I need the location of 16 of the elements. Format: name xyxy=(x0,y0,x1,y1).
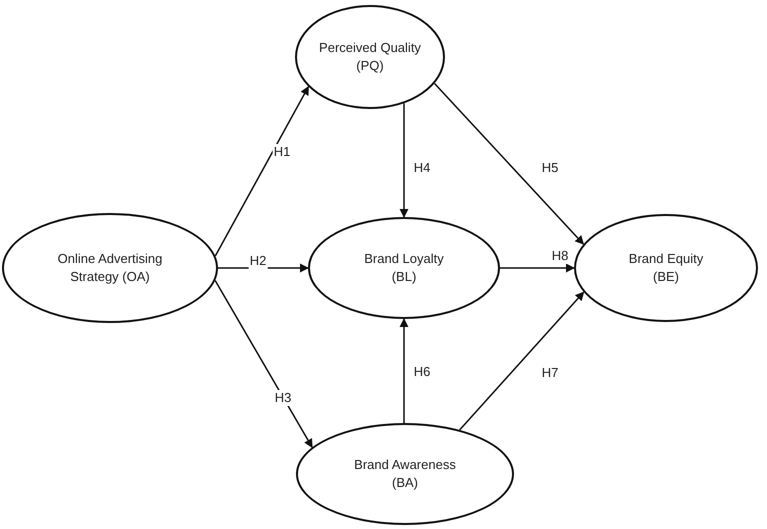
construct-label: Brand Loyalty (BL) xyxy=(364,250,444,286)
construct-label: Brand Equity (BE) xyxy=(628,250,704,286)
edge-label: H8 xyxy=(550,248,570,264)
arrow xyxy=(500,264,575,272)
arrow xyxy=(434,82,584,245)
construct-label: Brand Awareness (BA) xyxy=(353,456,457,492)
edge-label: H3 xyxy=(274,390,292,406)
arrow xyxy=(400,318,408,423)
arrow xyxy=(214,280,313,448)
construct-label: Perceived Quality (PQ) xyxy=(318,39,422,75)
arrow xyxy=(400,103,408,218)
arrow xyxy=(218,264,309,272)
construct-label: Online Advertising Strategy (OA) xyxy=(56,250,164,286)
arrow xyxy=(459,291,584,430)
arrow xyxy=(214,86,310,256)
edge-label: H2 xyxy=(248,253,268,269)
